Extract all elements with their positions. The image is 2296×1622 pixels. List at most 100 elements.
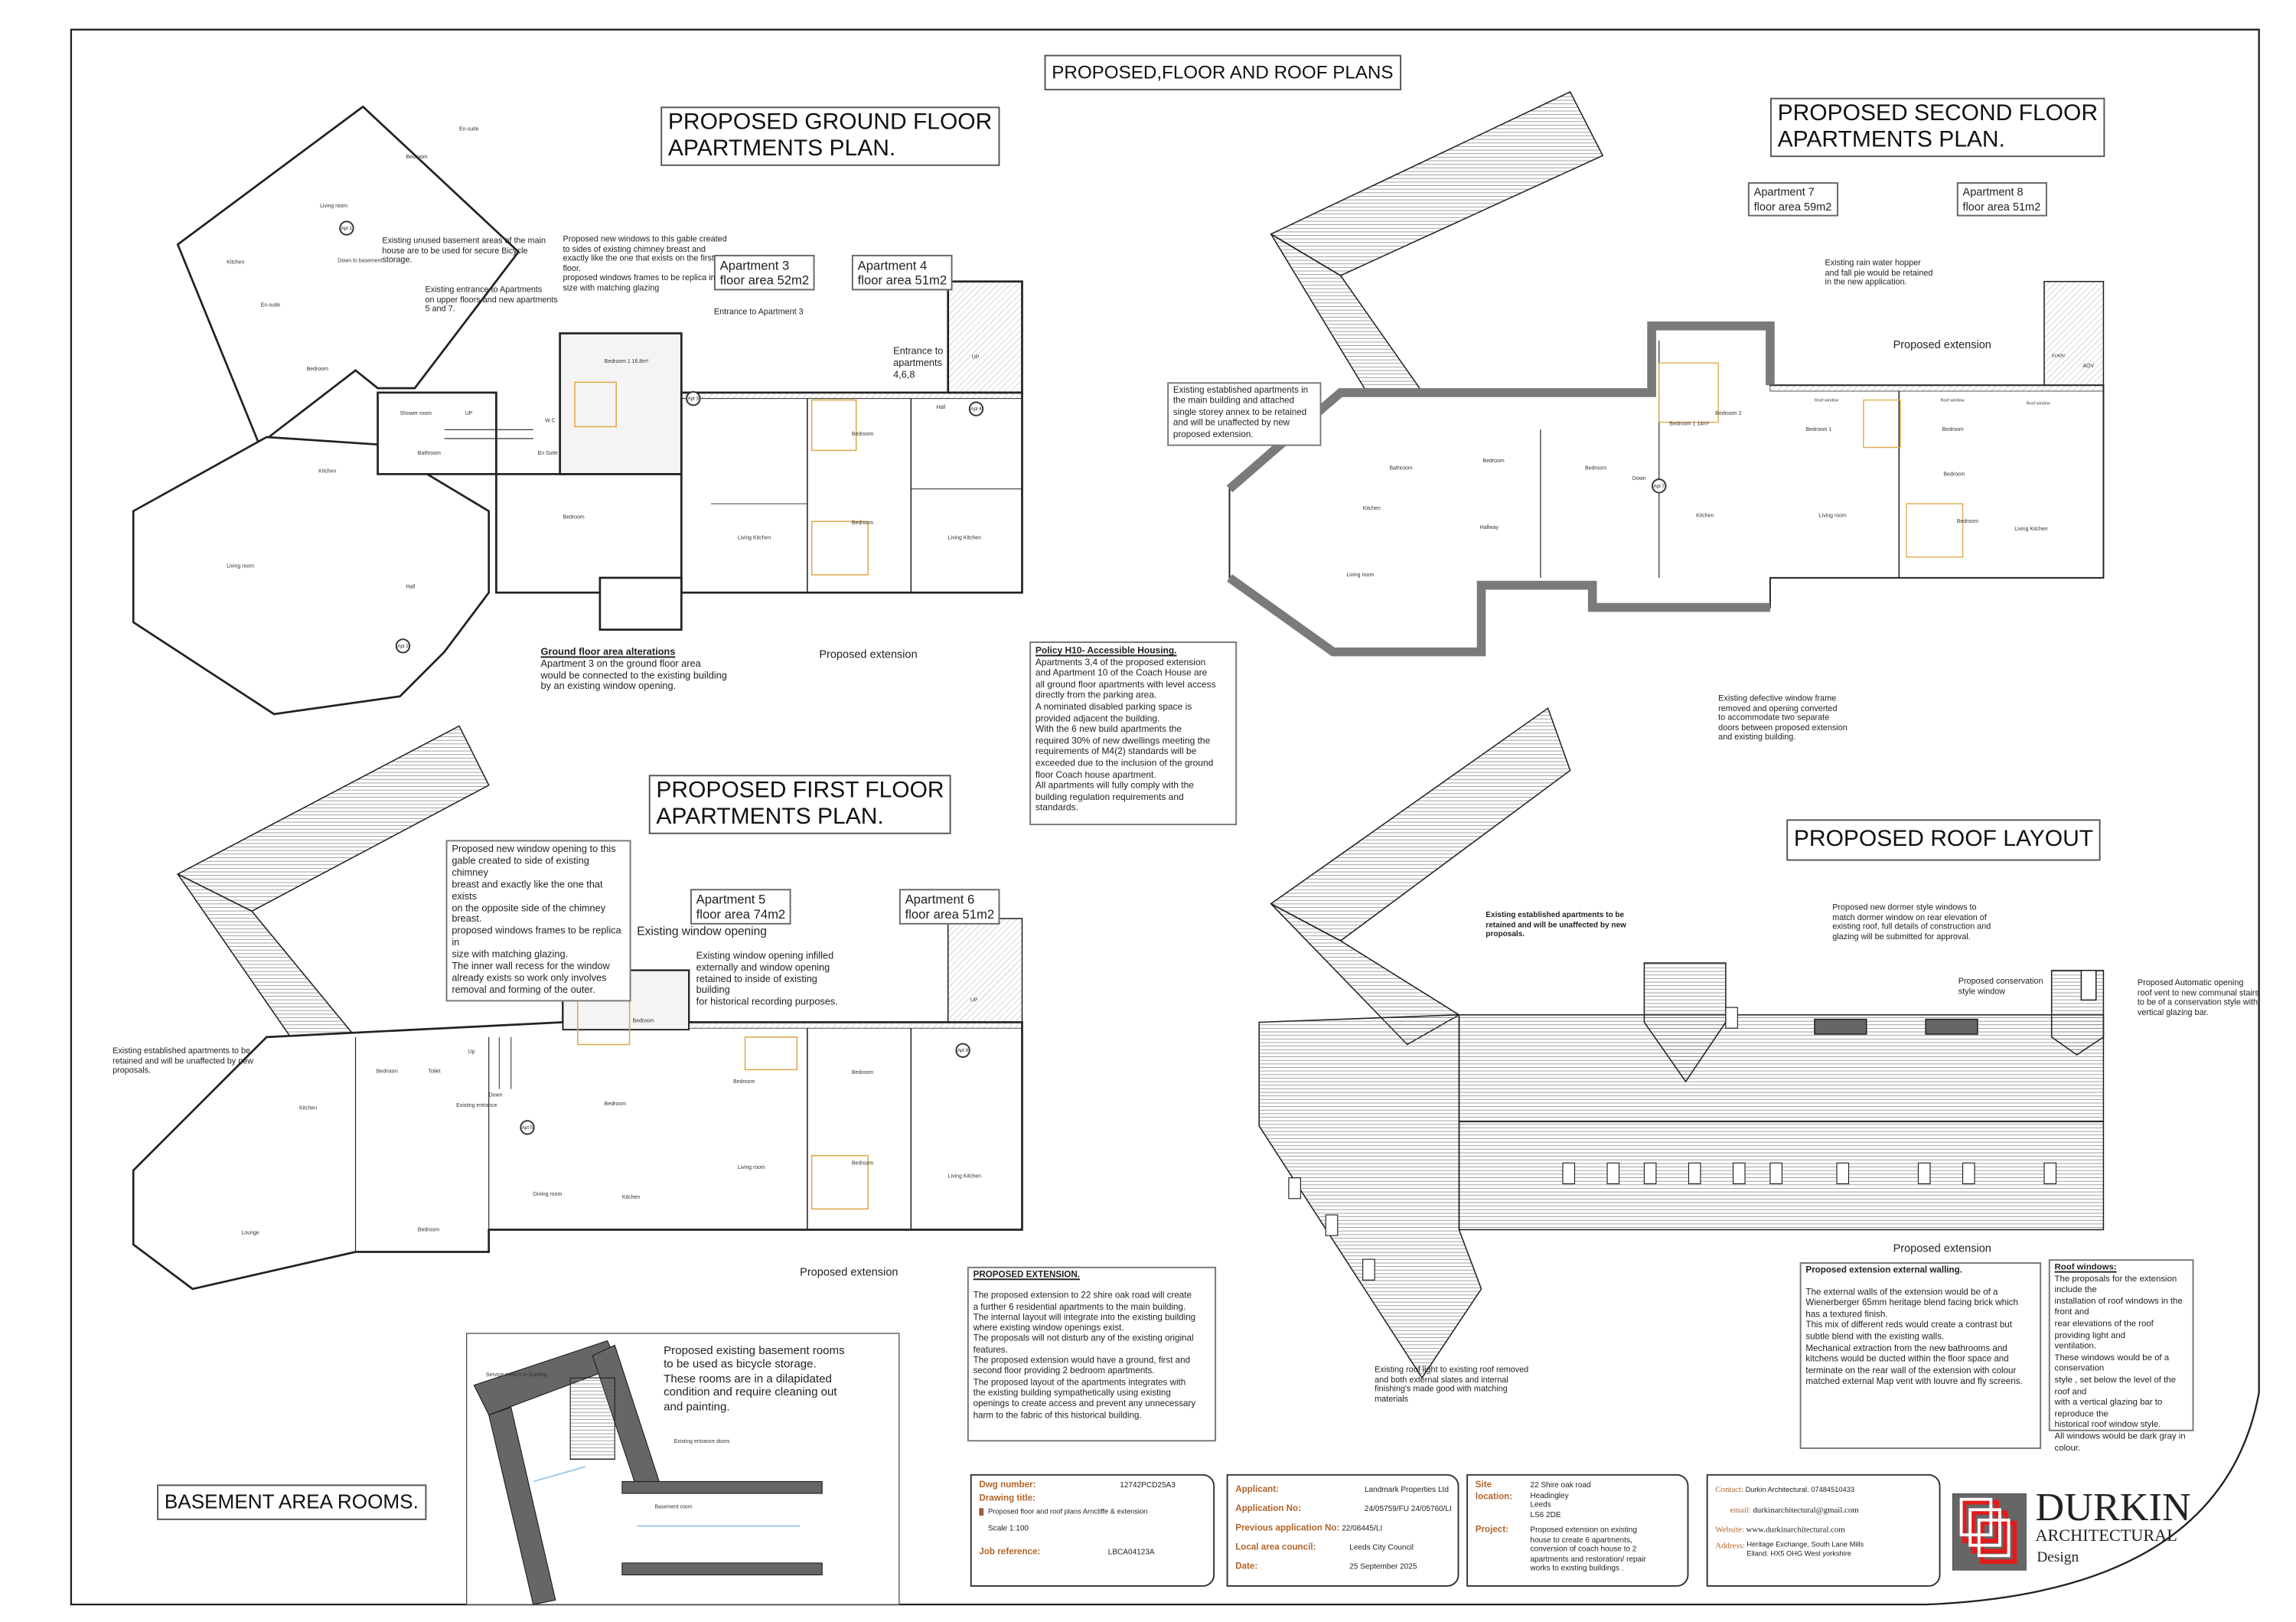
text-line: house to create 6 apartments, xyxy=(1530,1536,1632,1545)
room-label: Bedroom xyxy=(563,514,585,521)
council-label: Local area council: xyxy=(1235,1543,1316,1553)
text-line: floor area 59m2 xyxy=(1753,199,1832,213)
ground-floor-plan xyxy=(132,105,1023,716)
room-label: Roof window xyxy=(1940,397,1965,403)
note-proposed-windows: Proposed new windows to this gable creat… xyxy=(563,236,726,295)
text-line: to accommodate two separate xyxy=(1718,714,1830,723)
address-label: Address: xyxy=(1715,1541,1745,1551)
text-line: 4,6,8 xyxy=(893,370,915,380)
text-line: openings to create access and prevent an… xyxy=(973,1400,1196,1410)
external-walling-box: Proposed extension external walling. The… xyxy=(1799,1262,2042,1449)
room-label: Bathroom xyxy=(417,450,441,457)
job-reference: LBCA04123A xyxy=(1107,1548,1155,1557)
sheet-border xyxy=(70,28,2260,1606)
dwg-number-label: Dwg number: xyxy=(979,1481,1036,1491)
room-label: Kitchen xyxy=(621,1194,641,1200)
room-label: UP xyxy=(971,354,980,361)
room-label: Living Kitchen xyxy=(947,1173,982,1180)
text-line: all ground floor apartments with level a… xyxy=(1035,679,1216,690)
logo-name: DURKIN xyxy=(2035,1484,2191,1529)
text-line: This mix of different reds would create … xyxy=(1805,1322,2012,1331)
alterations-heading: Ground floor area alterations xyxy=(540,647,676,658)
text-line: the existing building sympathetically us… xyxy=(973,1389,1171,1399)
text-line: Headingley xyxy=(1530,1491,1569,1500)
room-label: Living room xyxy=(737,1164,765,1171)
room-label: Toilet xyxy=(428,1068,441,1075)
text-line: The proposed extension would have a grou… xyxy=(973,1357,1191,1366)
entrance-doors-label: Existing entrance doors xyxy=(673,1438,730,1445)
text-line: Apartment 3 xyxy=(719,257,790,273)
room-label: Living Kitchen xyxy=(2014,526,2048,532)
text-line: vertical glazing bar. xyxy=(2137,1008,2209,1018)
text-line: With the 6 new build apartments the xyxy=(1035,724,1182,736)
text-line: PROPOSED GROUND FLOOR xyxy=(667,109,993,135)
text-line: size with matching glazing. xyxy=(452,949,569,961)
text-line: Proposed existing basement rooms xyxy=(664,1343,845,1357)
email-link[interactable]: durkinarchitectural@gmail.com xyxy=(1753,1506,1859,1516)
text-line: Proposed conservation xyxy=(1958,977,2043,987)
text-line: doors between proposed extension xyxy=(1718,724,1848,733)
room-label: Living room xyxy=(1346,572,1375,578)
room-label: Bedroom xyxy=(851,1160,874,1167)
text-line: Proposed new window opening to this xyxy=(452,844,616,855)
room-label: Bedroom xyxy=(604,1101,626,1107)
text-line: building regulation requirements and xyxy=(1035,791,1184,803)
roof-proposed-extension-label: Proposed extension xyxy=(1893,1241,1991,1255)
text-line: with a vertical glazing bar to reproduce… xyxy=(2054,1398,2163,1419)
room-label: Bedroom xyxy=(851,431,874,437)
application-info-box: Applicant:Landmark Properties Ltd Applic… xyxy=(1226,1474,1459,1587)
text-line: Apartment 6 xyxy=(905,892,975,907)
text-line: floor Coach house apartment. xyxy=(1035,769,1156,781)
first-proposed-extension-label: Proposed extension xyxy=(800,1265,899,1279)
room-label: UP xyxy=(465,410,473,416)
room-label: Existing entrance xyxy=(456,1102,497,1108)
text-line: style , set below the level of the roof … xyxy=(2054,1376,2176,1397)
drawing-info-box: Dwg number:12742PCD25A3 Drawing title: P… xyxy=(970,1474,1215,1587)
text-line: removed and opening converted xyxy=(1718,704,1838,714)
room-label: Living room xyxy=(227,563,255,569)
text-line: Existing established apartments to be xyxy=(1486,911,1625,920)
text-line: Apartment 3 on the ground floor area xyxy=(540,658,701,670)
text-line: Mechanical extraction from the new bathr… xyxy=(1805,1344,2007,1354)
roof-windows-text: The proposals for the extension include … xyxy=(2055,1275,2188,1455)
room-label: Bedroom xyxy=(851,520,874,527)
text-line: gable created to side of existing chimne… xyxy=(452,856,589,879)
text-line: floor area 51m2 xyxy=(857,273,947,288)
text-line: roof vent to new communal stairs xyxy=(2137,989,2259,998)
room-label: Bedroom xyxy=(1942,426,1964,433)
text-line: Existing defective window frame xyxy=(1718,694,1837,704)
text-line: removal and forming of the outer. xyxy=(452,984,595,996)
ground-proposed-extension-label: Proposed extension xyxy=(819,647,918,661)
text-line: Entrance to xyxy=(893,346,944,357)
room-label: Living room xyxy=(320,203,348,209)
text-line: installation of roof windows in the fron… xyxy=(2054,1297,2183,1318)
policy-text: Apartments 3,4 of the proposed extension… xyxy=(1035,658,1231,815)
text-line: Existing established apartments to be xyxy=(113,1047,251,1057)
text-line: Existing entrance to Apartments xyxy=(425,286,543,295)
contact-label: Contact: xyxy=(1715,1486,1743,1495)
text-line: Existing rain water hopper xyxy=(1825,259,1921,269)
room-label: Kitchen xyxy=(318,468,337,475)
text-line: The proposed layout of the apartments in… xyxy=(973,1379,1186,1388)
text-line: Apartment 4 xyxy=(857,257,928,273)
text-line: retained and will be unaffected by new xyxy=(113,1057,254,1066)
logo-design: Design xyxy=(2037,1549,2079,1566)
text-line: would be connected to the existing build… xyxy=(540,670,727,681)
website-link[interactable]: www.durkinarchitectural.com xyxy=(1746,1526,1845,1536)
text-line: apartments xyxy=(893,357,942,369)
text-line: floor area 51m2 xyxy=(905,906,995,922)
text-line: Existing roof light to existing roof rem… xyxy=(1375,1366,1529,1376)
